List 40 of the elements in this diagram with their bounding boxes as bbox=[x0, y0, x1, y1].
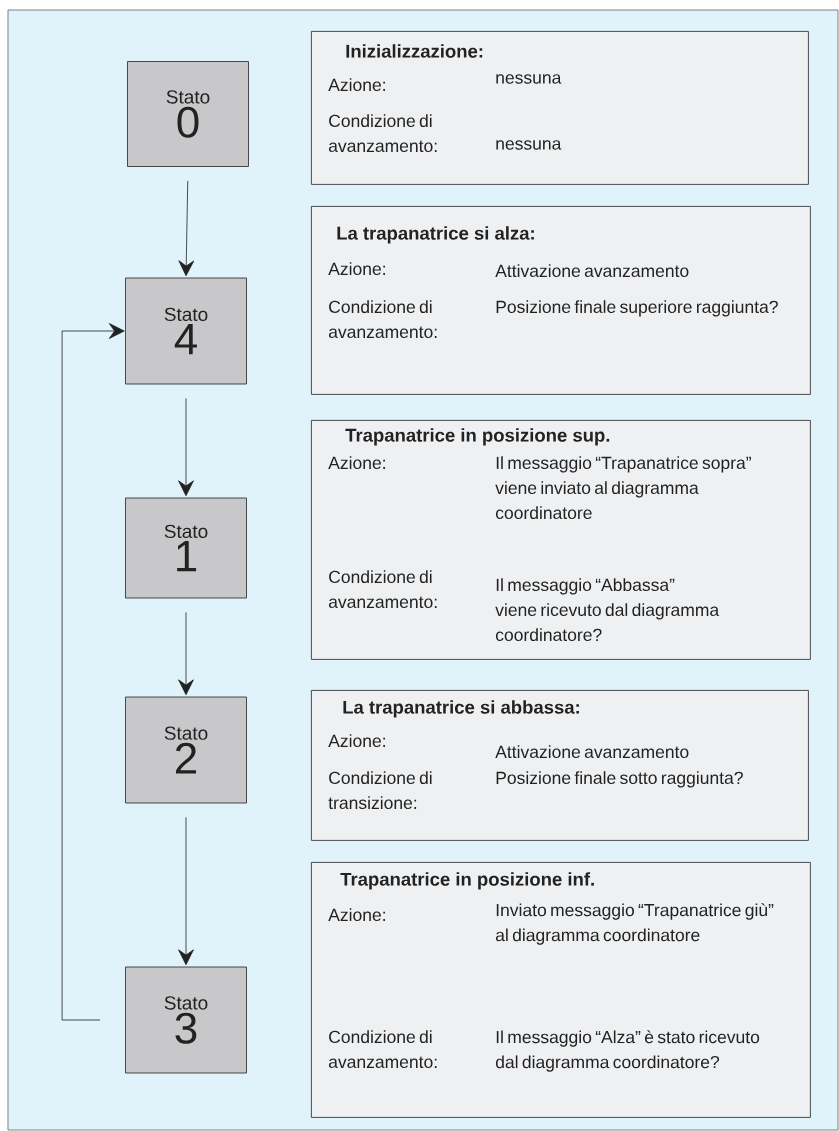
state-box: Stato 0 bbox=[127, 61, 249, 167]
field-value: Il messaggio “Trapanatrice sopra” viene inviato al diagramma coordinatore bbox=[495, 456, 751, 520]
arrow bbox=[61, 323, 125, 1021]
heading: La trapanatrice si alza: bbox=[337, 226, 534, 244]
field-value: Attivazione avanzamento bbox=[495, 745, 689, 759]
heading: Inizializzazione: bbox=[346, 44, 483, 58]
arrow bbox=[178, 612, 194, 696]
field-label: Condizione di avanzamento: bbox=[328, 570, 437, 609]
field-value: nessuna bbox=[496, 140, 562, 150]
arrow bbox=[178, 398, 194, 497]
field-value: Attivazione avanzamento bbox=[495, 264, 689, 278]
field-value: Posizione finale sotto raggiunta? bbox=[496, 771, 743, 788]
state-box: Stato 2 bbox=[125, 696, 247, 804]
field-label: Condizione di avanzamento: bbox=[328, 114, 437, 153]
arrow bbox=[178, 180, 195, 277]
field-value: Posizione finale superiore raggiunta? bbox=[496, 300, 778, 317]
state-box: Stato 1 bbox=[125, 497, 247, 599]
heading: La trapanatrice si abbassa: bbox=[343, 700, 579, 718]
info-box bbox=[311, 420, 811, 660]
info-box bbox=[311, 206, 811, 395]
field-label: Condizione di avanzamento: bbox=[328, 300, 437, 339]
field-value: Il messaggio “Alza” è stato ricevuto dal diagramma coordinatore? bbox=[495, 1030, 760, 1072]
field-label: Azione: bbox=[328, 456, 385, 470]
field-label: Azione: bbox=[328, 78, 385, 92]
heading: Trapanatrice in posizione inf. bbox=[340, 872, 594, 890]
heading: Trapanatrice in posizione sup. bbox=[345, 428, 610, 446]
arrow bbox=[178, 817, 194, 966]
field-label: Azione: bbox=[328, 734, 385, 748]
info-box bbox=[311, 862, 811, 1118]
state-box: Stato 3 bbox=[125, 966, 247, 1074]
info-box bbox=[311, 690, 809, 841]
field-label: Condizione di transizione: bbox=[328, 771, 432, 810]
field-label: Condizione di avanzamento: bbox=[328, 1030, 437, 1069]
field-label: Azione: bbox=[328, 262, 385, 276]
field-value: Inviato messaggio “Trapanatrice giù” al diagramma coordinatore bbox=[495, 903, 774, 945]
state-box: Stato 4 bbox=[125, 277, 247, 385]
field-value: Il messaggio “Abbassa” viene ricevuto dal diagramma coordinatore? bbox=[495, 578, 720, 642]
field-label: Azione: bbox=[328, 908, 385, 922]
info-box bbox=[311, 31, 809, 185]
field-value: nessuna bbox=[496, 74, 562, 84]
